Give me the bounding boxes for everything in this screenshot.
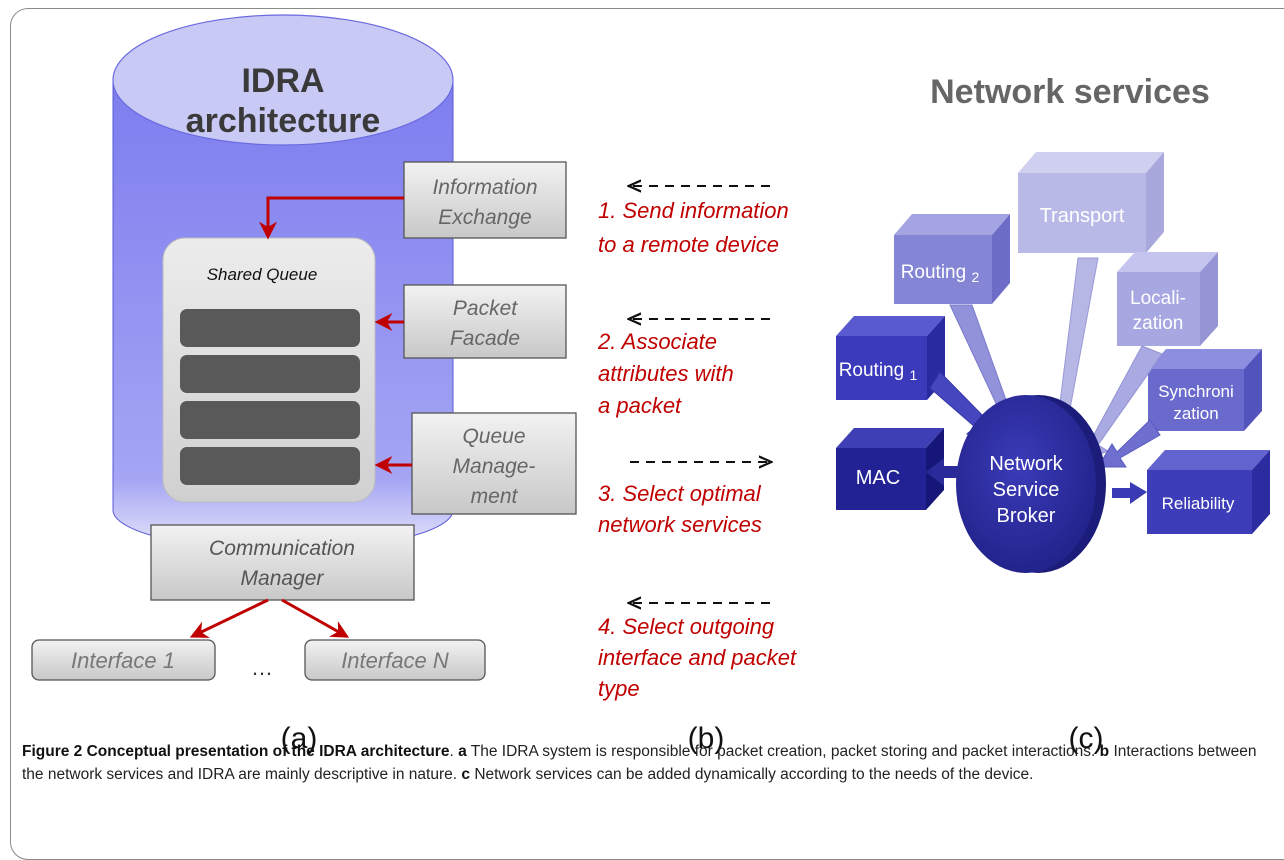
queue-slot xyxy=(180,309,360,347)
svg-text:Synchroni: Synchroni xyxy=(1158,382,1234,401)
queue-slot xyxy=(180,401,360,439)
step4-line3: type xyxy=(598,676,640,701)
caption-title-period: . xyxy=(449,743,454,760)
queue-slot xyxy=(180,355,360,393)
caption-c-text: Network services can be added dynamicall… xyxy=(474,766,1034,783)
interface-n-box xyxy=(304,639,486,681)
interface-1-box xyxy=(31,639,216,681)
panel-b: 1. Send information to a remote device 2… xyxy=(597,186,797,755)
svg-text:zation: zation xyxy=(1173,404,1218,423)
queue-management-line1: Queue xyxy=(462,425,525,448)
packet-facade-line1: Packet xyxy=(453,297,518,320)
caption-b-text: Interactions between the network service… xyxy=(22,743,1257,783)
panel-c: Network services Transport Routing 2 Loc… xyxy=(836,73,1270,755)
network-service-broker: Network Service Broker xyxy=(956,395,1106,573)
step2-line1: 2. Associate xyxy=(597,329,717,354)
svg-text:Transport: Transport xyxy=(1040,205,1125,227)
to-interface-n-arrow xyxy=(281,598,350,638)
synchronization-block: Synchroni zation xyxy=(1148,349,1262,431)
svg-text:Broker: Broker xyxy=(997,505,1056,527)
step4-line1: 4. Select outgoing xyxy=(598,614,775,639)
communication-manager-line1: Communication xyxy=(209,537,355,560)
step3-line2: network services xyxy=(598,512,762,537)
step1-line1: 1. Send information xyxy=(598,198,789,223)
step2-line2: attributes with xyxy=(598,361,734,386)
info-exchange-arrow xyxy=(259,196,404,240)
queue-management-line2: Manage- xyxy=(453,455,536,478)
network-services-title: Network services xyxy=(930,73,1210,111)
queue-slot xyxy=(180,447,360,485)
caption-b-letter: b xyxy=(1099,743,1110,760)
transport-block: Transport xyxy=(1018,152,1164,253)
step4-line2: interface and packet xyxy=(598,645,797,670)
packet-facade-line2: Facade xyxy=(450,327,520,350)
caption-c-letter: c xyxy=(461,766,470,783)
mac-block: MAC xyxy=(836,428,944,510)
svg-text:Service: Service xyxy=(993,479,1060,501)
synchronization-arrow xyxy=(1097,419,1161,468)
svg-text:MAC: MAC xyxy=(856,467,900,489)
routing-2-block: Routing 2 xyxy=(894,214,1010,304)
step2-line3: a packet xyxy=(598,393,682,418)
reliability-arrow xyxy=(1112,482,1147,504)
caption-title: Figure 2 Conceptual presentation of the … xyxy=(22,743,450,760)
interface-n-label: Interface N xyxy=(341,648,449,673)
localization-block: Locali- zation xyxy=(1117,252,1218,346)
panel-c-label: (c) xyxy=(1069,722,1104,755)
queue-management-line3: ment xyxy=(471,485,519,508)
caption-a-letter: a xyxy=(458,743,467,760)
communication-manager-line2: Manager xyxy=(241,567,325,590)
cylinder-top xyxy=(112,14,454,146)
mac-arrow xyxy=(926,458,962,486)
interface-ellipsis: … xyxy=(251,655,273,680)
cylinder-title-line1: IDRA xyxy=(241,62,324,100)
panel-a: IDRA architecture Shared Queue Informati… xyxy=(31,14,577,755)
communication-manager-box xyxy=(150,524,415,601)
information-exchange-line2: Exchange xyxy=(438,206,531,229)
cylinder-title-line2: architecture xyxy=(186,102,381,140)
step3-line1: 3. Select optimal xyxy=(598,481,762,506)
svg-text:Routing 1: Routing 1 xyxy=(839,360,918,383)
information-exchange-box xyxy=(403,161,567,239)
svg-text:Reliability: Reliability xyxy=(1162,494,1235,513)
step1-line2: to a remote device xyxy=(598,232,779,257)
figure-caption: Figure 2 Conceptual presentation of the … xyxy=(22,740,1267,786)
queue-management-box xyxy=(411,412,577,515)
svg-text:Network: Network xyxy=(989,453,1063,475)
interface-1-label: Interface 1 xyxy=(71,648,175,673)
caption-a-text: The IDRA system is responsible for packe… xyxy=(470,743,1096,760)
svg-text:Locali-: Locali- xyxy=(1130,288,1186,309)
information-exchange-line1: Information xyxy=(432,176,537,199)
reliability-block: Reliability xyxy=(1147,450,1270,534)
panel-a-label: (a) xyxy=(281,722,318,755)
panel-b-label: (b) xyxy=(688,722,725,755)
to-interface-1-arrow xyxy=(189,598,269,638)
routing-1-block: Routing 1 xyxy=(836,316,945,400)
svg-text:zation: zation xyxy=(1133,313,1184,334)
shared-queue-label: Shared Queue xyxy=(207,265,318,284)
svg-text:Routing 2: Routing 2 xyxy=(901,262,980,285)
